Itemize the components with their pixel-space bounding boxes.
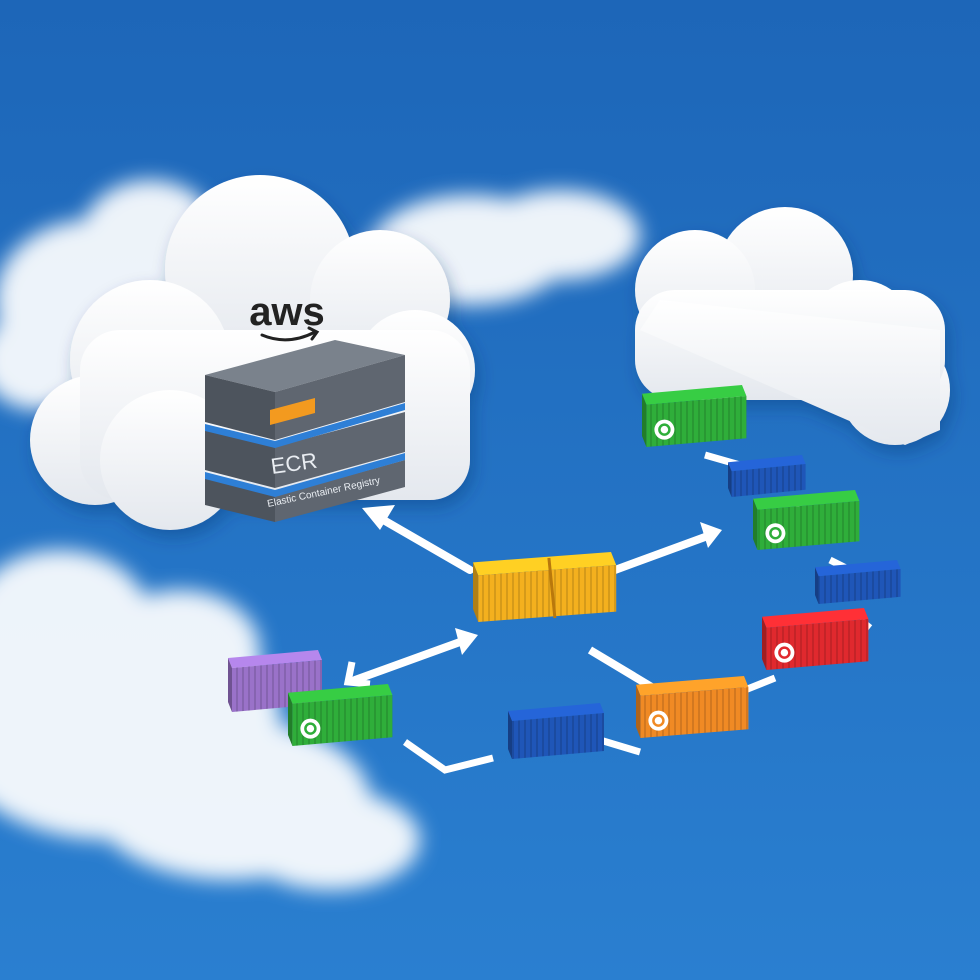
- ecr-server: [205, 340, 405, 522]
- container-green-2: [753, 490, 860, 550]
- container-badge-icon: [648, 710, 669, 731]
- container-blue-1: [728, 455, 806, 497]
- container-yellow-hub: [473, 552, 617, 622]
- hub-divider: [547, 557, 557, 619]
- container-red: [762, 608, 869, 670]
- arrow-to-cloud-icon: [700, 522, 722, 548]
- destination-cloud: [635, 207, 950, 445]
- container-orange: [636, 676, 749, 738]
- container-green-1: [642, 385, 747, 447]
- aws-smile-arrow-icon: [307, 326, 320, 341]
- container-green-3: [288, 684, 393, 746]
- containers-layer: [228, 385, 901, 759]
- aws-logo: aws: [249, 290, 325, 334]
- container-badge-icon: [654, 419, 675, 440]
- aws-smile-icon: [260, 330, 317, 342]
- container-blue-2: [815, 560, 901, 604]
- server-tag: [270, 398, 315, 425]
- container-badge-icon: [774, 642, 795, 663]
- arrow-to-hub-icon: [455, 628, 478, 655]
- arrow-to-ecr-icon: [362, 505, 395, 530]
- container-badge-icon: [765, 523, 786, 544]
- container-blue-3: [508, 703, 604, 759]
- container-badge-icon: [300, 718, 321, 739]
